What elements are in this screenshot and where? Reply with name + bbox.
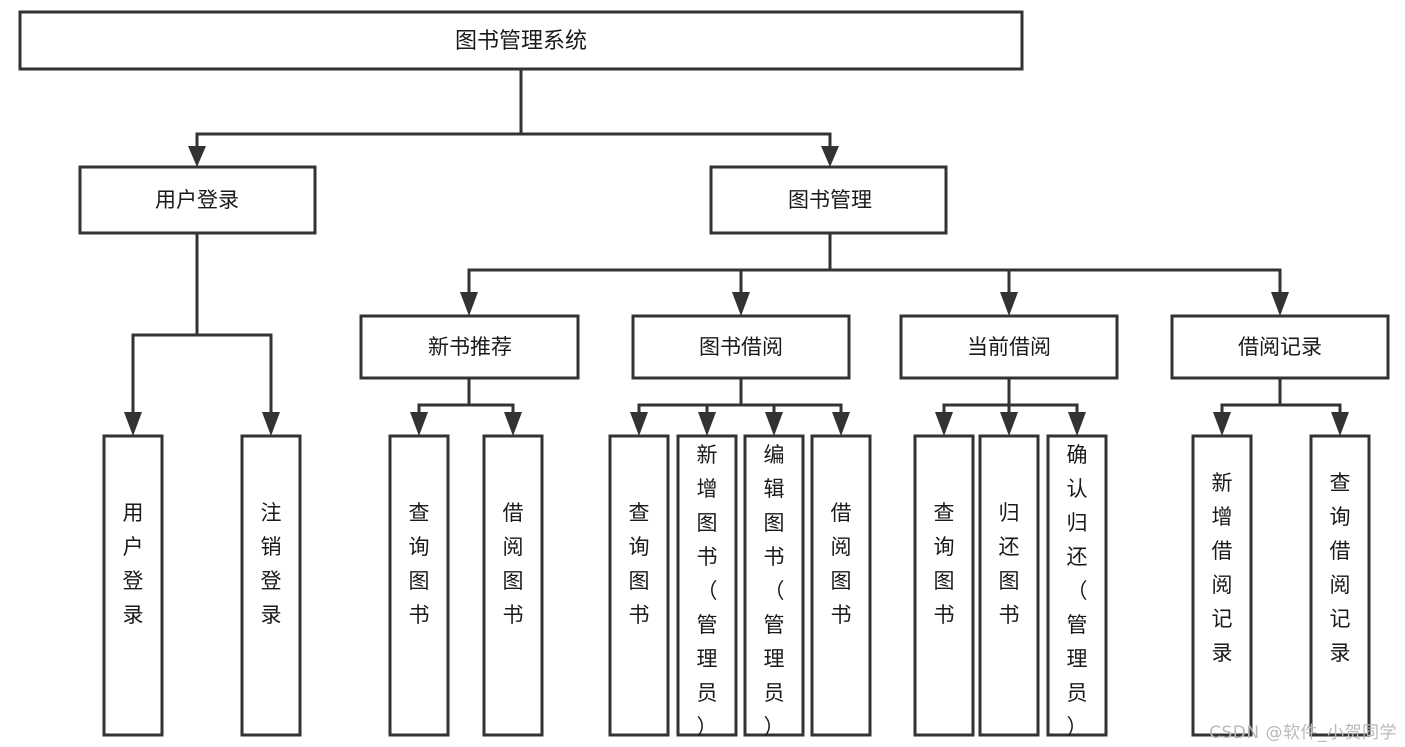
node-leaf-borrow-book-2[interactable]: 借阅图书 (810, 434, 872, 737)
arrow-leaf-borrow-book-1 (504, 412, 522, 436)
node-leaf-confirm-return[interactable]: 确认归还（管理员） (1046, 434, 1108, 739)
node-book-borrow-box[interactable] (631, 314, 851, 380)
node-current-borrow-box[interactable] (899, 314, 1119, 380)
node-leaf-query-book-1-label: 查询图书 (409, 501, 430, 627)
node-leaf-query-book-3-label: 查询图书 (934, 501, 955, 627)
node-leaf-user-login-label: 用户登录 (123, 501, 144, 627)
arrow-leaf-user-login (124, 412, 142, 436)
node-leaf-edit-book-label: 编辑图书（管理员） (764, 443, 785, 739)
node-leaf-edit-book[interactable]: 编辑图书（管理员） (743, 434, 805, 739)
arrow-leaf-query-record (1331, 412, 1349, 436)
arrow-leaf-borrow-book-2 (832, 412, 850, 436)
csdn-watermark: CSDN @软件_小贺同学 (1209, 723, 1397, 743)
node-leaf-user-login[interactable]: 用户登录 (102, 434, 164, 737)
node-leaf-add-book-box[interactable] (676, 434, 738, 737)
node-new-book-rec-label: 新书推荐 (428, 335, 512, 359)
arrow-new-book-rec (460, 292, 478, 316)
node-leaf-query-book-2[interactable]: 查询图书 (608, 434, 670, 737)
arrow-current-borrow (1000, 292, 1018, 316)
node-leaf-borrow-book-1[interactable]: 借阅图书 (482, 434, 544, 737)
node-leaf-query-record-box[interactable] (1309, 434, 1371, 737)
node-new-book-rec[interactable]: 新书推荐 (359, 314, 580, 380)
node-leaf-logout-label: 注销登录 (261, 501, 282, 627)
node-leaf-borrow-book-2-box[interactable] (810, 434, 872, 737)
connector-layer (124, 67, 1349, 436)
node-root-box[interactable] (18, 10, 1024, 71)
node-leaf-add-record-label: 新增借阅记录 (1212, 471, 1233, 665)
arrow-leaf-query-book-1 (410, 412, 428, 436)
node-borrow-record-label: 借阅记录 (1238, 335, 1322, 359)
node-book-manage-label: 图书管理 (788, 188, 872, 212)
node-leaf-query-book-3-box[interactable] (913, 434, 975, 737)
node-leaf-return-book-box[interactable] (978, 434, 1040, 737)
node-leaf-borrow-book-1-box[interactable] (482, 434, 544, 737)
node-leaf-add-book-label: 新增图书（管理员） (697, 443, 718, 739)
node-leaf-borrow-book-2-label: 借阅图书 (831, 501, 852, 627)
node-new-book-rec-box[interactable] (359, 314, 580, 380)
node-leaf-edit-book-box[interactable] (743, 434, 805, 737)
node-leaf-confirm-return-label: 确认归还（管理员） (1067, 443, 1088, 739)
arrow-leaf-add-book (698, 412, 716, 436)
node-leaf-query-book-1-box[interactable] (388, 434, 450, 737)
node-borrow-record-box[interactable] (1170, 314, 1390, 380)
node-leaf-return-book[interactable]: 归还图书 (978, 434, 1040, 737)
node-book-manage[interactable]: 图书管理 (709, 165, 948, 235)
node-user-login-label: 用户登录 (155, 188, 239, 212)
arrow-leaf-add-record (1213, 412, 1231, 436)
node-leaf-add-record-box[interactable] (1191, 434, 1253, 737)
node-leaf-query-record[interactable]: 查询借阅记录 (1309, 434, 1371, 737)
arrow-leaf-edit-book (765, 412, 783, 436)
arrow-leaf-return-book (1000, 412, 1018, 436)
node-current-borrow-label: 当前借阅 (967, 335, 1051, 359)
arrow-leaf-confirm-return (1068, 412, 1086, 436)
node-leaf-logout[interactable]: 注销登录 (240, 434, 302, 737)
node-leaf-query-record-label: 查询借阅记录 (1330, 471, 1351, 665)
node-leaf-borrow-book-1-label: 借阅图书 (503, 501, 524, 627)
arrow-book-borrow (732, 292, 750, 316)
node-leaf-query-book-2-box[interactable] (608, 434, 670, 737)
node-root[interactable]: 图书管理系统 (18, 10, 1024, 71)
arrow-leaf-query-book-2 (630, 412, 648, 436)
node-leaf-user-login-box[interactable] (102, 434, 164, 737)
node-book-manage-box[interactable] (709, 165, 948, 235)
node-borrow-record[interactable]: 借阅记录 (1170, 314, 1390, 380)
arrow-book-manage (821, 146, 839, 167)
node-leaf-logout-box[interactable] (240, 434, 302, 737)
node-leaf-query-book-1[interactable]: 查询图书 (388, 434, 450, 737)
node-leaf-query-book-3[interactable]: 查询图书 (913, 434, 975, 737)
arrow-leaf-query-book-3 (935, 412, 953, 436)
node-user-login[interactable]: 用户登录 (78, 165, 317, 235)
node-book-borrow-label: 图书借阅 (699, 335, 783, 359)
node-leaf-confirm-return-box[interactable] (1046, 434, 1108, 737)
node-leaf-query-book-2-label: 查询图书 (629, 501, 650, 627)
node-leaf-add-record[interactable]: 新增借阅记录 (1191, 434, 1253, 737)
arrow-leaf-logout (262, 412, 280, 436)
node-leaf-add-book[interactable]: 新增图书（管理员） (676, 434, 738, 739)
arrow-borrow-record (1271, 292, 1289, 316)
node-user-login-box[interactable] (78, 165, 317, 235)
node-current-borrow[interactable]: 当前借阅 (899, 314, 1119, 380)
arrow-user-login (188, 146, 206, 167)
node-book-borrow[interactable]: 图书借阅 (631, 314, 851, 380)
node-leaf-return-book-label: 归还图书 (999, 501, 1020, 627)
node-root-label: 图书管理系统 (455, 29, 587, 54)
